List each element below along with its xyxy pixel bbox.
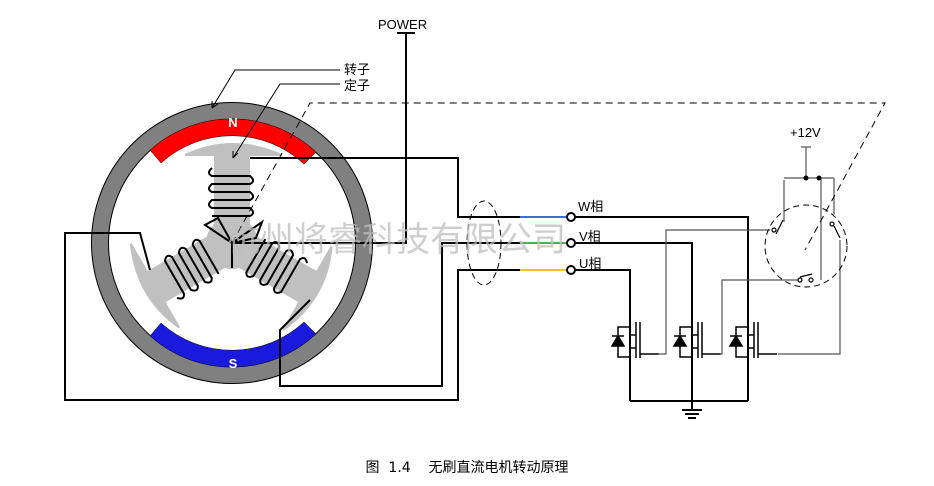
hall-switches (771, 219, 841, 283)
south-label: S (229, 356, 238, 371)
terminal-u (566, 265, 576, 275)
cable-bundle (466, 200, 502, 286)
phase-v-label: V相 (579, 229, 601, 244)
rotation-link (231, 102, 886, 251)
watermark: 杭州将睿科技有限公司 (226, 220, 566, 260)
hall-wiring (658, 146, 841, 355)
north-label: N (228, 115, 237, 130)
south-magnet (149, 321, 317, 368)
drive-circuit (575, 216, 749, 419)
phase-u-label: U相 (579, 256, 601, 271)
figure-caption: 图 1.4 无刷直流电机转动原理 (366, 459, 569, 476)
stator-label: 定子 (344, 78, 370, 93)
mosfet (610, 322, 659, 358)
terminal-v (566, 238, 576, 248)
hall-sensor-ring (764, 204, 848, 288)
supply-label: +12V (790, 125, 821, 140)
rotor-leader (211, 69, 340, 109)
rotor-label: 转子 (344, 62, 370, 77)
terminal-w (566, 212, 576, 222)
power-label: POWER (378, 17, 427, 32)
stator-leader (232, 83, 340, 159)
phase-w-label: W相 (578, 199, 603, 214)
